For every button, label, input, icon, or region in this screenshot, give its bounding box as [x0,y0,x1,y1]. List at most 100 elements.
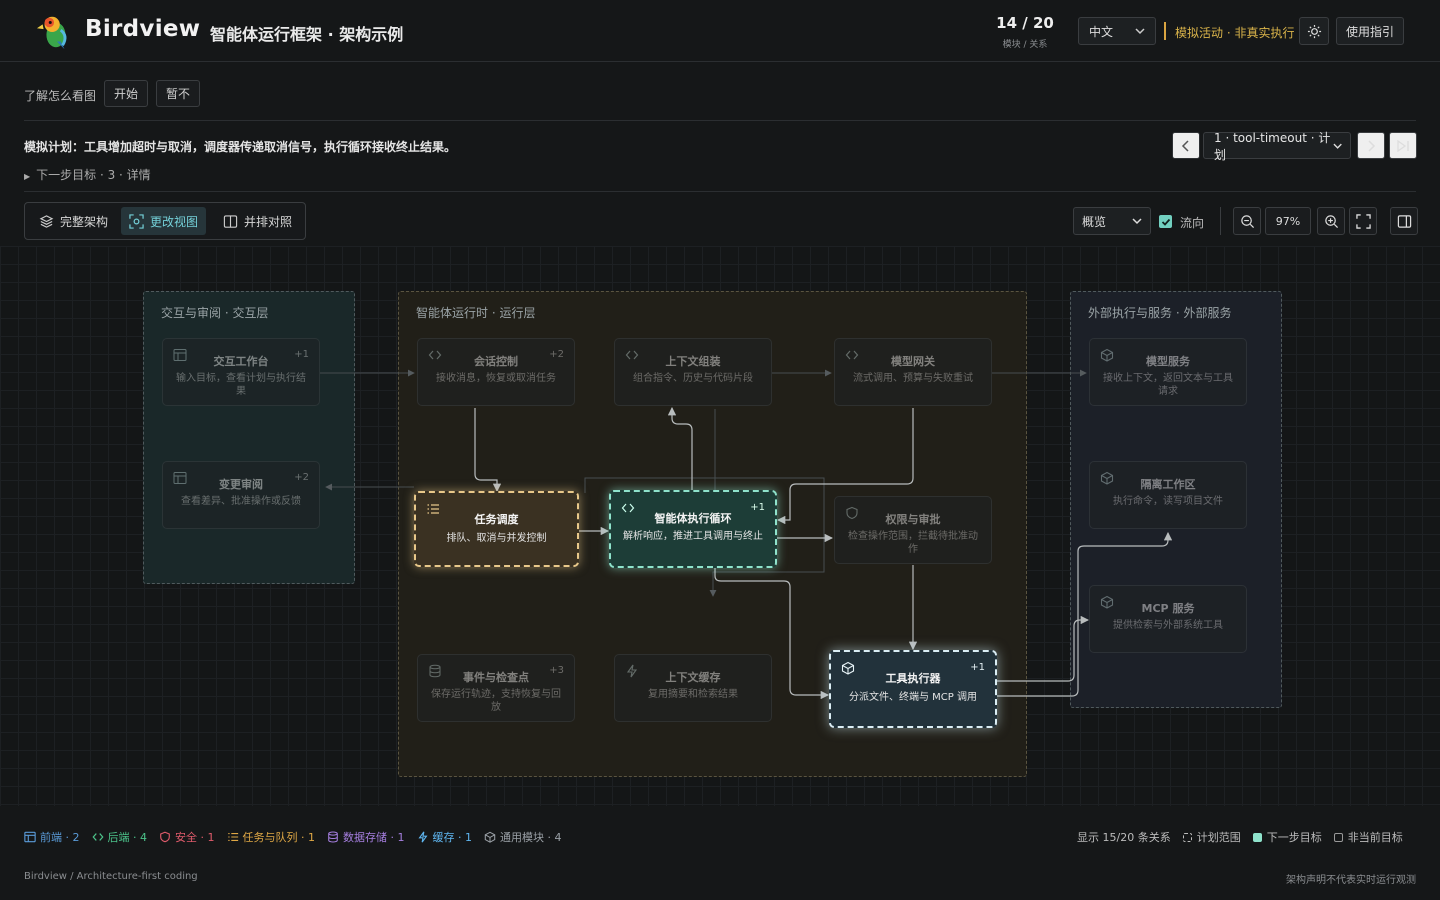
theme-toggle-button[interactable] [1299,17,1329,45]
legend-data-storage[interactable]: 数据存储 · 1 [327,829,405,845]
node-agent-execution-loop[interactable]: +1 智能体执行循环 解析响应，推进工具调用与终止 [609,490,777,568]
node-desc: 组合指令、历史与代码片段 [633,373,753,384]
node-desc: 复用摘要和检索结果 [648,689,738,700]
legend-frontend[interactable]: 前端 · 2 [24,829,80,845]
node-title: 事件与检查点 [463,671,529,684]
node-interaction-workbench[interactable]: +1 交互工作台 输入目标，查看计划与执行结果 [162,338,320,406]
tab-label: 完整架构 [60,214,109,229]
last-step-button[interactable] [1389,132,1417,159]
simulation-notice: 模拟活动 · 非真实执行 [1175,26,1295,40]
node-permission-approval[interactable]: 权限与审批 检查操作范围，拦截待批准动作 [834,496,992,564]
shield-icon [846,506,858,520]
legend-generic[interactable]: 通用模块 · 4 [484,829,562,845]
node-session-control[interactable]: +2 会话控制 接收消息，恢复或取消任务 [417,338,575,406]
edge-exec-mcp [996,615,1090,682]
node-tool-executor[interactable]: +1 工具执行器 分派文件、终端与 MCP 调用 [829,650,997,728]
zoom-out-button[interactable] [1233,207,1261,235]
node-count: +2 [549,349,564,360]
toolbar-separator [1220,207,1221,235]
plan-scope-label: 计划范围 [1196,831,1241,844]
edge-gateway-loop [776,408,914,525]
parrot-logo-icon [36,16,67,50]
plan-description: 模拟计划：工具增加超时与取消，调度器传递取消信号，执行循环接收终止结果。 [24,140,457,154]
overview-select[interactable]: 概览 [1073,207,1151,235]
legend-security[interactable]: 安全 · 1 [159,829,215,845]
prev-step-button[interactable] [1172,132,1200,159]
legend-task-queue[interactable]: 任务与队列 · 1 [227,829,315,845]
node-desc: 接收消息，恢复或取消任务 [436,373,556,384]
node-isolated-workspace[interactable]: 隔离工作区 执行命令，读写项目文件 [1089,461,1247,529]
caret-right-icon: ▶ [24,172,31,181]
step-select[interactable]: 1 · tool-timeout · 计划 [1203,131,1351,162]
flow-checkbox[interactable] [1159,215,1172,228]
filled-square-icon [1252,832,1262,842]
node-title: 任务调度 [474,513,519,526]
fit-view-button[interactable] [1349,207,1377,235]
onboarding-start-button[interactable]: 开始 [104,80,148,107]
module-relation-counter: 14 / 20 [996,14,1054,32]
node-context-assembly[interactable]: 上下文组装 组合指令、历史与代码片段 [614,338,772,406]
next-goal-label: 下一步目标 [1266,831,1322,844]
legend-label: 缓存 · 1 [432,831,473,844]
relations-shown: 显示 15/20 条关系 [1077,831,1171,844]
node-title: 权限与审批 [885,513,941,526]
toggle-sidebar-button[interactable] [1390,207,1418,235]
view-mode-tabs: 完整架构 更改视图 并排对照 [24,202,306,240]
node-task-scheduler[interactable]: 任务调度 排队、取消与并发控制 [414,491,579,567]
app-header: Birdview 智能体运行框架 · 架构示例 14 / 20 模块 / 关系 … [0,0,1440,62]
cube-icon [1100,348,1114,362]
node-context-cache[interactable]: 上下文缓存 复用摘要和检索结果 [614,654,772,722]
next-goal-toggle[interactable]: ▶下一步目标 · 3 · 详情 [24,166,151,183]
edge-exec-workspace [996,531,1173,697]
edge-loop-exec [714,566,830,700]
chevron-right-icon [1368,139,1376,152]
legend-plan-scope: 计划范围 [1182,829,1241,845]
diagram-canvas[interactable]: 交互与审阅 · 交互层 智能体运行时 · 运行层 外部执行与服务 · 外部服务 [0,246,1440,806]
onboarding-skip-button[interactable]: 暂不 [156,80,200,107]
guide-button[interactable]: 使用指引 [1336,17,1404,45]
node-desc: 排队、取消与并发控制 [446,533,547,544]
overview-value: 概览 [1082,214,1107,229]
node-mcp-service[interactable]: MCP 服务 提供检索与外部系统工具 [1089,585,1247,653]
node-title: 上下文缓存 [665,671,721,684]
legend-backend[interactable]: 后端 · 4 [91,829,147,845]
code-icon [91,833,104,841]
node-title: 模型服务 [1146,355,1190,368]
node-model-gateway[interactable]: 模型网关 流式调用、预算与失败重试 [834,338,992,406]
footer-credit: Birdview / Architecture-first coding [24,871,198,882]
next-step-button[interactable] [1357,132,1385,159]
page-title: 智能体运行框架 · 架构示例 [210,25,404,44]
zoom-in-button[interactable] [1317,207,1345,235]
node-change-review[interactable]: +2 变更审阅 查看差异、批准操作或反馈 [162,461,320,529]
list-icon [427,504,439,514]
layers-icon [39,214,54,228]
empty-square-icon [1333,832,1343,842]
group-title: 外部执行与服务 · 外部服务 [1088,306,1232,320]
node-desc: 保存运行轨迹，支持恢复与回放 [431,689,561,713]
node-title: MCP 服务 [1141,602,1195,615]
cube-icon [1100,595,1114,609]
language-select[interactable]: 中文 [1078,17,1156,45]
code-icon [428,350,442,360]
tab-change-view[interactable]: 更改视图 [121,207,207,235]
node-events-checkpoints[interactable]: +3 事件与检查点 保存运行轨迹，支持恢复与回放 [417,654,575,722]
diagram-status: 显示 15/20 条关系 计划范围 下一步目标 非当前目标 [1077,829,1403,845]
category-legend: 前端 · 2 后端 · 4 安全 · 1 任务与队列 · 1 数据存储 · 1 … [24,829,562,845]
chevron-down-icon [1132,218,1142,225]
not-current-label: 非当前目标 [1347,831,1403,844]
node-model-service[interactable]: 模型服务 接收上下文，返回文本与工具请求 [1089,338,1247,406]
code-icon [625,350,639,360]
step-select-value: 1 · tool-timeout · 计划 [1214,130,1331,162]
group-title: 智能体运行时 · 运行层 [416,306,536,320]
tab-full-architecture[interactable]: 完整架构 [31,207,116,235]
legend-cache[interactable]: 缓存 · 1 [417,829,473,845]
zoom-level[interactable]: 97% [1265,207,1311,235]
chevron-down-icon [1135,28,1145,35]
node-count: +3 [549,665,564,676]
node-count: +1 [750,502,765,513]
node-count: +1 [294,349,309,360]
node-desc: 检查操作范围，拦截待批准动作 [848,531,978,555]
node-desc: 提供检索与外部系统工具 [1113,620,1223,631]
sun-icon [1307,24,1321,38]
tab-side-by-side[interactable]: 并排对照 [215,207,300,235]
